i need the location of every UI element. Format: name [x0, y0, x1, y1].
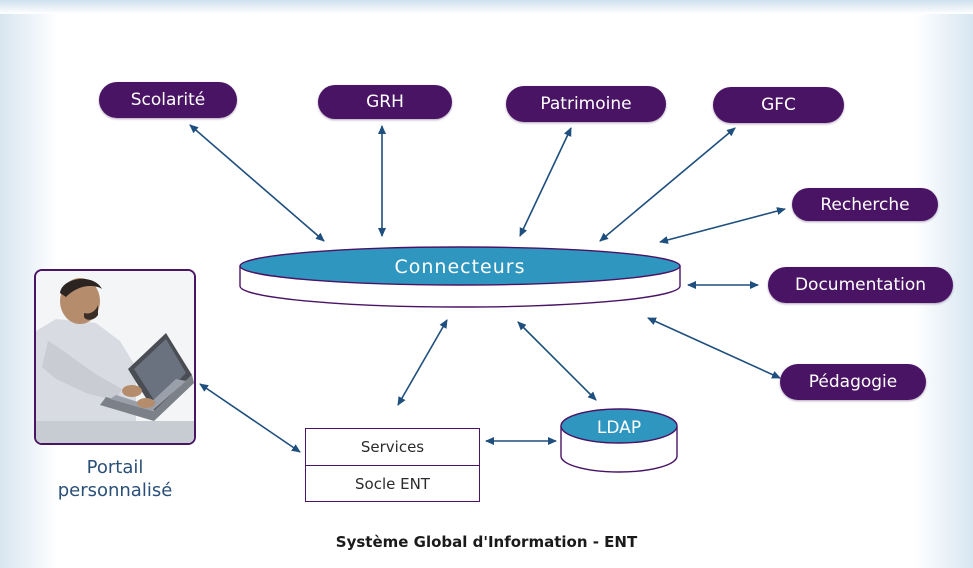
module-patrimoine: Patrimoine — [506, 86, 666, 122]
module-grh: GRH — [318, 85, 452, 119]
arrow-portail-socle — [199, 383, 301, 453]
module-gfc: GFC — [713, 87, 844, 123]
arrow-scolarite-connecteurs — [189, 124, 325, 242]
arrow-connecteurs-socle — [397, 319, 448, 406]
connecteurs-label: Connecteurs — [394, 256, 525, 278]
socle-ent-box: Services Socle ENT — [305, 428, 480, 502]
arrow-connecteurs-ldap — [517, 321, 597, 401]
module-recherche: Recherche — [792, 188, 938, 221]
diagram-caption: Système Global d'Information - ENT — [335, 533, 638, 551]
arrow-recherche-connecteurs — [659, 207, 786, 244]
arrow-patrimoine-connecteurs — [519, 127, 572, 237]
arrow-gfc-connecteurs — [599, 127, 736, 242]
module-pedagogie: Pédagogie — [780, 364, 926, 400]
module-documentation: Documentation — [768, 267, 953, 303]
top-gradient-band — [0, 0, 973, 14]
ldap-label: LDAP — [597, 418, 641, 438]
services-label: Services — [360, 438, 425, 456]
module-scolarite: Scolarité — [99, 82, 237, 118]
arrow-pedagogie-connecteurs — [647, 317, 781, 379]
connecteurs-cylinder: Connecteurs — [239, 246, 681, 308]
ldap-cylinder: LDAP — [560, 408, 678, 473]
socle-ent-label: Socle ENT — [306, 465, 479, 502]
person-with-laptop-icon — [36, 271, 194, 443]
user-photo-frame — [34, 269, 196, 445]
